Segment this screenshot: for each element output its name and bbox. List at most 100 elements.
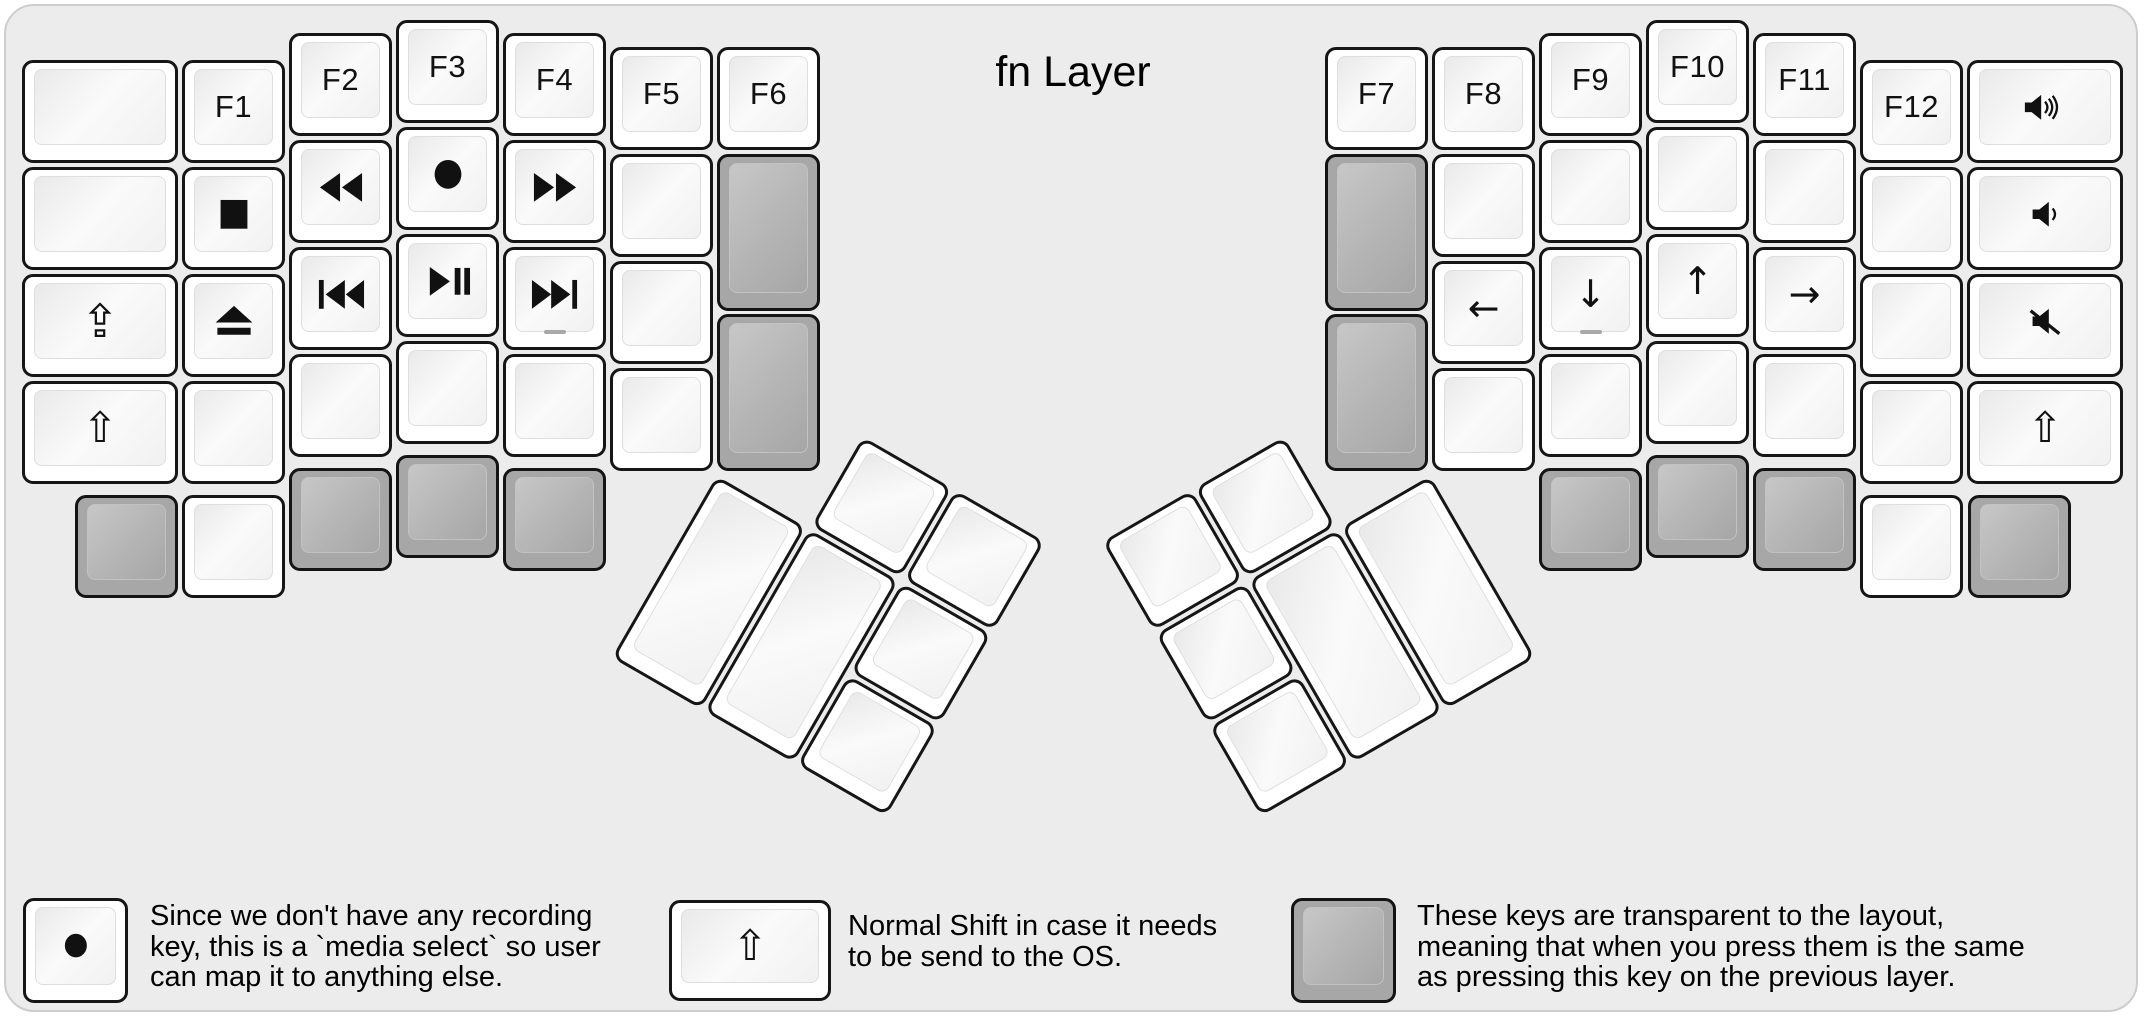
key-transparent [1753, 468, 1856, 571]
key-shift-right: ⇧ [1967, 381, 2123, 484]
keycap-top [1872, 283, 1951, 359]
key-blank [610, 368, 713, 471]
record-icon [434, 159, 461, 189]
prev-track-icon [318, 279, 364, 309]
keycap-top: ← [1444, 270, 1523, 346]
keycap-top [1980, 504, 2059, 580]
record-icon [64, 934, 87, 958]
keycap-top [515, 149, 594, 225]
key-glyph: ← [1467, 286, 1500, 330]
key-label: F10 [1670, 49, 1725, 84]
volume-up-icon [2024, 94, 2059, 120]
keycap-top: F4 [515, 42, 594, 118]
key-f12: F12 [1860, 60, 1963, 163]
key-play-pause [396, 234, 499, 337]
key-label: F12 [1884, 89, 1939, 124]
legend-line: as pressing this key on the previous lay… [1417, 961, 1956, 993]
key-glyph: ↓ [1574, 272, 1607, 316]
key-glyph: → [1788, 272, 1821, 316]
keycap-top [408, 350, 487, 426]
key-glyph: ⇧ [82, 403, 118, 452]
key-label: F2 [321, 62, 360, 97]
next-track-icon [531, 279, 577, 309]
key-arrow-up: ↑ [1646, 234, 1749, 337]
legend-line: These keys are transparent to the layout… [1417, 900, 1945, 932]
key-f2: F2 [289, 33, 392, 136]
keycap-top [1658, 464, 1737, 540]
keycap-top [1979, 69, 2111, 145]
key-f5: F5 [610, 47, 713, 150]
play-pause-icon [429, 266, 470, 296]
key-blank [396, 341, 499, 444]
keycap-top [408, 136, 487, 212]
key-blank [1646, 341, 1749, 444]
mute-icon [2029, 308, 2061, 335]
legend-line: meaning that when you press them is the … [1417, 930, 2025, 963]
homing-bar [543, 330, 566, 334]
key-legend-shift: ⇧ [669, 900, 831, 1001]
keycap-top [1765, 477, 1844, 553]
key-label: F7 [1357, 76, 1396, 111]
key-transparent [1325, 154, 1428, 311]
key-eject [182, 274, 285, 377]
keycap-top: F3 [408, 29, 487, 105]
key-transparent [717, 154, 820, 311]
key-prev-track [289, 247, 392, 350]
key-blank [1860, 167, 1963, 270]
keycap-top [1337, 323, 1416, 453]
keycap-top: F2 [301, 42, 380, 118]
key-stop [182, 167, 285, 270]
keycap-top [408, 243, 487, 319]
keycap-top [1765, 363, 1844, 439]
homing-bar [1579, 330, 1602, 334]
keycap-top [1444, 377, 1523, 453]
key-next-track [503, 247, 606, 350]
key-f10: F10 [1646, 20, 1749, 123]
keycap-top: F6 [729, 56, 808, 132]
keycap-top [622, 377, 701, 453]
keycap-top [1658, 136, 1737, 212]
keycap-top [515, 363, 594, 439]
key-transparent [75, 495, 178, 598]
key-blank [1860, 495, 1963, 598]
page-title: fn Layer [995, 48, 1151, 96]
key-f3: F3 [396, 20, 499, 123]
keycap-top [301, 477, 380, 553]
key-blank [1432, 368, 1535, 471]
keycap-top: F1 [194, 69, 273, 145]
key-label: F8 [1464, 76, 1503, 111]
keycap-top: ⇧ [34, 390, 166, 466]
keycap-top: → [1765, 256, 1844, 332]
keycap-top [1872, 504, 1951, 580]
key-glyph: ↑ [1681, 259, 1714, 303]
eject-icon [215, 306, 252, 335]
keycap-top: F8 [1444, 56, 1523, 132]
key-transparent [1325, 314, 1428, 471]
key-transparent [717, 314, 820, 471]
keycap-top [622, 163, 701, 239]
key-rewind [289, 140, 392, 243]
key-transparent [396, 455, 499, 558]
key-blank [610, 154, 713, 257]
keycap-top [515, 477, 594, 553]
legend-line: key, this is a `media select` so user [150, 930, 601, 963]
keycap-top: ⇧ [1979, 390, 2111, 466]
key-blank [22, 167, 178, 270]
key-shift-left: ⇧ [22, 381, 178, 484]
keycap-top [34, 176, 166, 252]
keycap-top [622, 270, 701, 346]
key-glyph: ⇧ [2027, 403, 2063, 452]
keycap-top: ↑ [1658, 243, 1737, 319]
keycap-top [87, 504, 166, 580]
key-glyph: ⇧ [732, 921, 768, 970]
key-transparent [503, 468, 606, 571]
keycap-top [194, 390, 273, 466]
keycap-top [194, 176, 273, 252]
keycap-top: F11 [1765, 42, 1844, 118]
key-caps-lock: ⇪ [22, 274, 178, 377]
key-blank [1539, 354, 1642, 457]
keycap-top [1551, 477, 1630, 553]
key-f6: F6 [717, 47, 820, 150]
key-volume-up [1967, 60, 2123, 163]
legend-line: Since we don't have any recording [150, 900, 593, 932]
